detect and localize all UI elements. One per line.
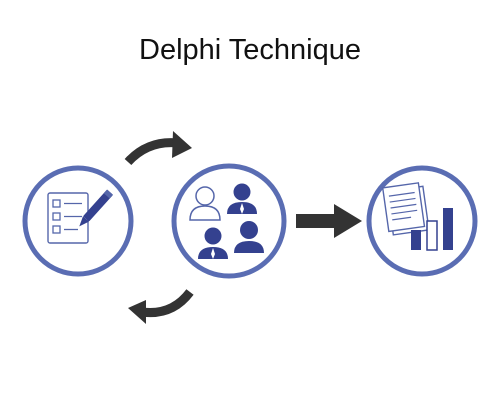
pen-icon xyxy=(79,189,114,227)
person-outline-icon xyxy=(189,186,221,221)
step-2-expert-group xyxy=(171,163,287,279)
bar-2 xyxy=(426,220,438,251)
right-arrow-icon xyxy=(296,204,362,238)
person-tie-icon-2 xyxy=(198,227,228,259)
checkbox-1 xyxy=(52,199,61,208)
report-bar-chart-icon xyxy=(381,182,453,251)
step-3-report xyxy=(366,165,478,277)
person-icon xyxy=(234,221,264,253)
curved-arrow-bottom-icon xyxy=(128,289,194,324)
step-1-questionnaire xyxy=(22,165,134,277)
checkbox-3 xyxy=(52,225,61,234)
page-title: Delphi Technique xyxy=(139,34,361,66)
bar-1 xyxy=(411,230,421,250)
expert-group-icon xyxy=(189,183,264,259)
bar-3 xyxy=(443,208,453,250)
checkbox-2 xyxy=(52,212,61,221)
questionnaire-pen-icon xyxy=(47,189,114,244)
person-tie-icon-1 xyxy=(227,183,257,214)
curved-arrow-top-icon xyxy=(124,131,192,166)
stock-id-label: 688395636 xyxy=(0,278,3,333)
document-stack-icon xyxy=(381,182,430,236)
step-2-ring xyxy=(171,163,287,279)
